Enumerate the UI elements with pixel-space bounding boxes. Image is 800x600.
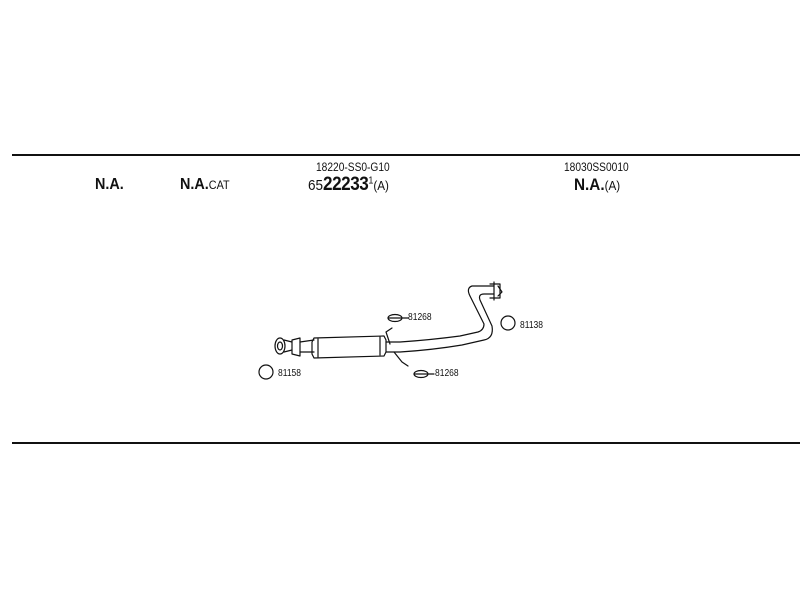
part-label-81158: 81158 <box>278 368 302 379</box>
upper-hanger-rod <box>385 327 393 345</box>
front-flange <box>274 337 301 357</box>
upper-rubber-hanger <box>387 313 403 323</box>
tailpipe <box>385 285 495 353</box>
column4-suffix: (A) <box>604 178 621 193</box>
column2-suffix: CAT <box>208 178 230 192</box>
column2-label: N.A. <box>180 176 209 193</box>
top-divider <box>12 154 800 156</box>
lower-rubber-hanger <box>413 369 429 379</box>
bottom-divider <box>12 442 800 444</box>
column3-prefix: 65 <box>308 177 324 194</box>
column4-label: N.A. <box>574 175 605 194</box>
rear-flange <box>489 281 503 301</box>
column2-label-group: N.A.CAT <box>180 176 230 194</box>
column3-code-group: 65222331(A) <box>308 174 389 196</box>
gasket-81138-icon <box>500 315 516 331</box>
column3-suffix: (A) <box>373 178 389 193</box>
column4-part-code: 18030SS0010 <box>564 160 629 174</box>
part-label-81138: 81138 <box>520 320 544 331</box>
center-muffler <box>311 335 387 359</box>
column3-superscript: 1 <box>368 175 374 187</box>
gasket-81158-icon <box>258 364 274 380</box>
part-label-81268-lower: 81268 <box>435 368 459 379</box>
column1-label: N.A. <box>95 176 124 193</box>
column3-part-code: 18220-SS0-G10 <box>316 160 390 174</box>
column3-number: 22233 <box>323 174 369 195</box>
part-label-81268-upper: 81268 <box>408 312 432 323</box>
lower-hanger-rod <box>393 351 409 367</box>
column4-label-group: N.A.(A) <box>574 175 620 195</box>
